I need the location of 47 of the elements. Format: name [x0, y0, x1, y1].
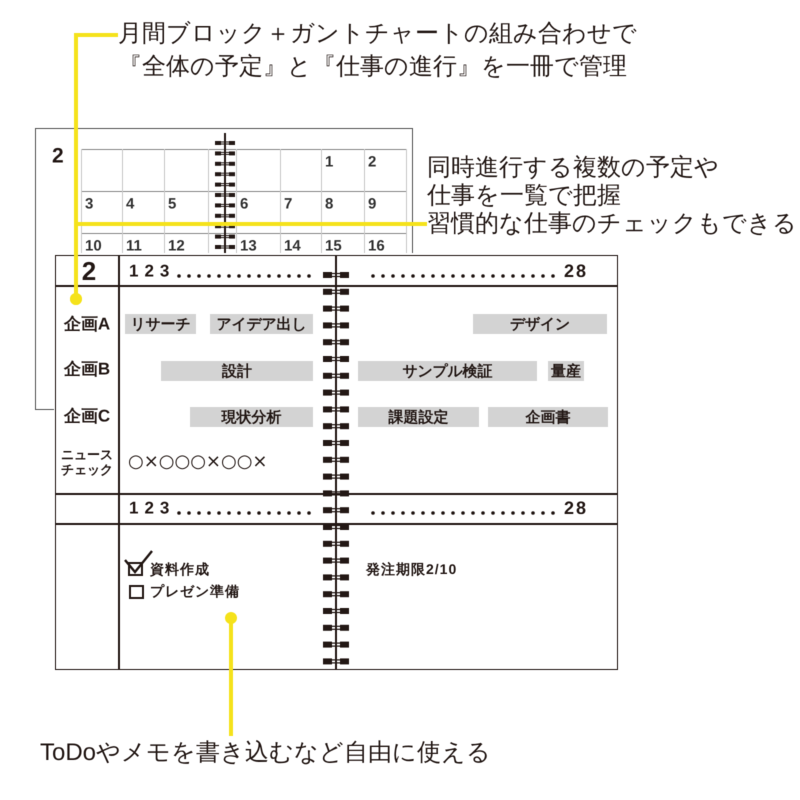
day-number: 28	[564, 499, 588, 517]
row-label: 企画A	[64, 316, 110, 332]
task-bar: サンプル検証	[358, 361, 537, 381]
day-number: 7	[284, 196, 292, 212]
month-label: 2	[82, 258, 96, 284]
task-bar: 設計	[161, 361, 313, 381]
calendar-page	[35, 128, 413, 253]
day-number: 10	[85, 238, 102, 254]
gantt-page	[55, 255, 618, 670]
memo-note: 発注期限2/10	[366, 562, 458, 576]
callout-text: 習慣的な仕事のチェックもできる	[427, 210, 797, 238]
leader-line	[225, 612, 237, 736]
task-bar: 企画書	[488, 407, 608, 427]
day-number: 4	[126, 196, 134, 212]
day-number: 16	[368, 238, 385, 254]
day-number: 123	[129, 500, 176, 516]
day-number: 1	[325, 154, 334, 170]
callout-text: 同時進行する複数の予定や仕事を一覧で把握	[427, 154, 720, 210]
tally-marks: ○×○○○×○○×	[128, 453, 268, 471]
leader-line	[70, 222, 427, 305]
todo-item: プレゼン準備	[150, 584, 240, 598]
month-label: 2	[52, 146, 64, 166]
day-number: 8	[325, 196, 334, 212]
day-number: 13	[240, 238, 257, 254]
row-label: 企画B	[64, 360, 110, 378]
task-bar: リサーチ	[125, 314, 196, 334]
row-label: 企画C	[64, 408, 110, 424]
day-number: 3	[85, 196, 94, 212]
day-number: 12	[168, 238, 185, 254]
task-bar: 課題設定	[358, 407, 479, 427]
callout-text: 月間ブロック＋ガントチャートの組み合わせで『全体の予定』と『仕事の進行』を一冊で管理	[118, 17, 646, 83]
day-number: 2	[368, 154, 376, 170]
day-number: 14	[284, 238, 301, 254]
task-bar: デザイン	[473, 314, 607, 334]
day-number: 123	[129, 262, 176, 280]
task-bar: 量産	[548, 361, 584, 381]
day-number: 9	[368, 196, 376, 212]
callout-text: ToDoやメモを書き込むなど自由に使える	[40, 736, 492, 770]
task-bar: 現状分析	[190, 407, 313, 427]
day-number: 5	[168, 196, 176, 212]
day-number: 11	[126, 238, 142, 254]
day-number: 28	[564, 262, 588, 280]
row-label: ニュースチェック	[60, 447, 114, 477]
todo-item: 資料作成	[150, 562, 210, 576]
task-bar: アイデア出し	[210, 314, 313, 334]
day-number: 6	[240, 196, 248, 212]
day-number: 15	[325, 238, 342, 254]
